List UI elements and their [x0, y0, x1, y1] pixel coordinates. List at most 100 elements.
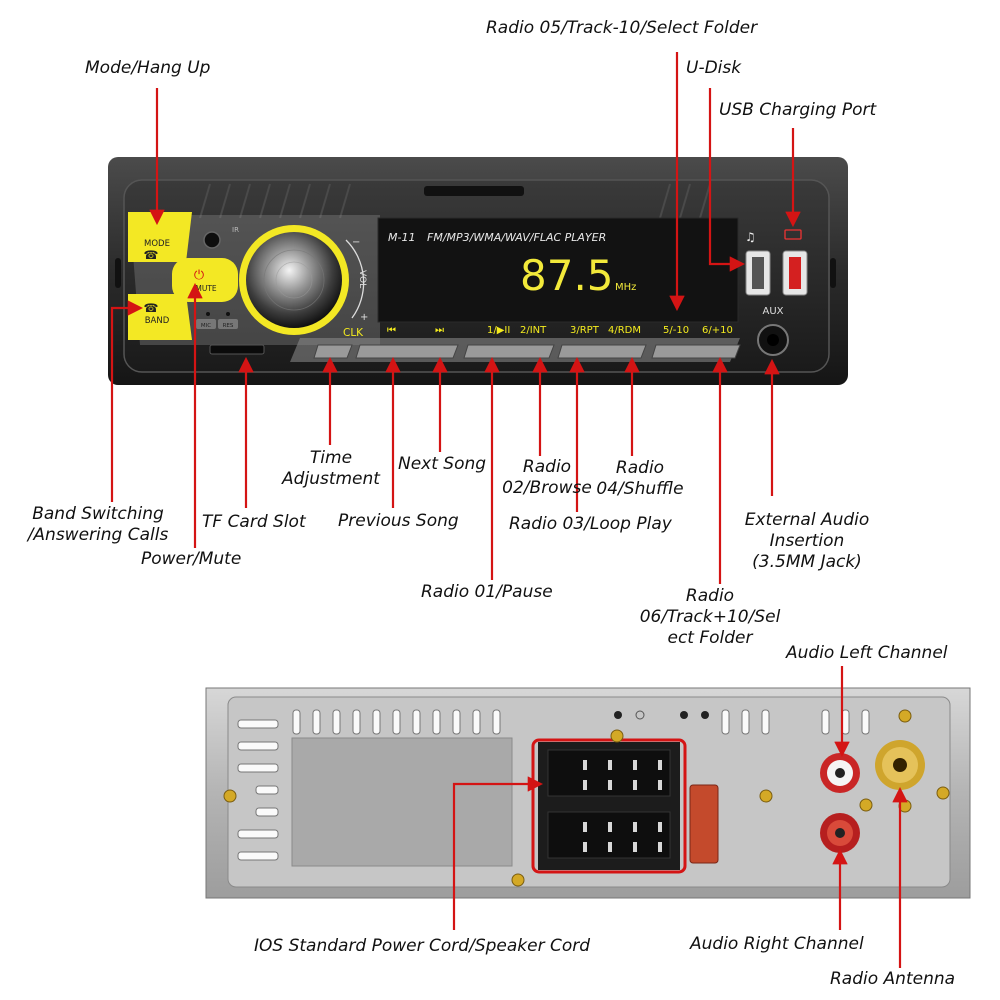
- audio-right-rca[interactable]: [820, 813, 860, 853]
- callout-u-disk: U-Disk: [686, 58, 742, 78]
- frequency-unit: MHz: [615, 282, 636, 293]
- preset-buttons[interactable]: [313, 344, 741, 359]
- rear-holes: [614, 711, 709, 719]
- callout-external-audio-line2: Insertion: [769, 531, 845, 551]
- mic-label: MIC: [201, 323, 211, 329]
- connector-highlight: [531, 738, 687, 874]
- clk-button[interactable]: [313, 344, 353, 359]
- mic-tag: [196, 319, 216, 329]
- callout-external-audio: External Audio Insertion (3.5MM Jack): [728, 510, 886, 573]
- callout-mode-hang-up: Mode/Hang Up: [85, 58, 211, 78]
- aux-label: AUX: [762, 306, 783, 317]
- preset-1-2-button[interactable]: [463, 344, 555, 359]
- callout-radio04: Radio 04/Shuffle: [590, 458, 690, 500]
- callout-radio06: Radio 06/Track+10/Sel ect Folder: [630, 586, 790, 649]
- callout-power-mute: Power/Mute: [141, 549, 242, 569]
- audio-left-rca[interactable]: [820, 753, 860, 793]
- ir-label: IR: [232, 226, 239, 234]
- preset-3-4-button[interactable]: [557, 344, 647, 359]
- vent-slots-top: [292, 709, 870, 735]
- callout-previous-song: Previous Song: [338, 511, 459, 531]
- fuse: [689, 784, 719, 864]
- model-label: M-11: [388, 231, 415, 244]
- rear-recess: [291, 737, 513, 867]
- callout-radio06-line1: Radio: [685, 586, 735, 606]
- btn5-label: 5/-10: [663, 325, 689, 336]
- res-tag: [218, 319, 238, 329]
- callout-time-adjustment-line2: Adjustment: [282, 469, 380, 489]
- power-mute-button[interactable]: ⏻ MUTE: [172, 258, 238, 302]
- btn1-label: 1/▶II: [487, 325, 510, 336]
- tf-card-slot[interactable]: [209, 344, 265, 355]
- callout-radio04-line2: 04/Shuffle: [596, 479, 684, 499]
- callout-radio01: Radio 01/Pause: [421, 582, 553, 602]
- mode-button-label: MODE: [144, 239, 170, 249]
- callout-ios-power: IOS Standard Power Cord/Speaker Cord: [254, 936, 591, 956]
- callout-radio-antenna: Radio Antenna: [830, 969, 956, 989]
- vol-label: VOL: [357, 270, 367, 288]
- btn4-label: 4/RDM: [608, 325, 641, 336]
- btn6-label: 6/+10: [702, 325, 733, 336]
- callout-radio04-line1: Radio: [615, 458, 665, 478]
- battery-icon: [784, 229, 802, 240]
- rear-panel: [205, 687, 971, 899]
- callout-radio03: Radio 03/Loop Play: [509, 514, 672, 534]
- callout-usb-charging: USB Charging Port: [719, 100, 877, 120]
- music-note-icon: ♫: [745, 230, 756, 244]
- callout-radio05: Radio 05/Track-10/Select Folder: [486, 18, 758, 38]
- iso-connector[interactable]: [531, 738, 687, 874]
- vent-slots-left: [237, 719, 279, 861]
- callout-external-audio-line3: (3.5MM Jack): [752, 552, 862, 572]
- formats-label: FM/MP3/WMA/WAV/FLAC PLAYER: [427, 231, 606, 244]
- antenna-socket[interactable]: [875, 740, 925, 790]
- callout-next-song: Next Song: [398, 454, 487, 474]
- arrow-u-disk: [708, 88, 746, 272]
- callout-radio02-line2: 02/Browse: [502, 478, 592, 498]
- callout-external-audio-line1: External Audio: [744, 510, 870, 530]
- ir-sensor: [203, 231, 221, 249]
- prev-next-button[interactable]: [355, 344, 459, 359]
- callout-band-switching-line1: Band Switching: [32, 504, 164, 524]
- preset-5-6-button[interactable]: [651, 344, 741, 359]
- display: M-11 FM/MP3/WMA/WAV/FLAC PLAYER 87.5 MHz: [377, 217, 739, 323]
- btn2-label: 2/INT: [520, 325, 547, 336]
- vol-minus-label: −: [352, 237, 360, 248]
- mode-button[interactable]: MODE ☎: [128, 212, 192, 262]
- callout-time-adjustment-line1: Time: [309, 448, 353, 468]
- connector-pins: [583, 760, 662, 852]
- arrow-ios-power: [452, 776, 544, 930]
- callout-radio06-line2: 06/Track+10/Sel: [639, 607, 781, 627]
- clk-label: CLK: [343, 327, 364, 339]
- next-track-icon: ⏭: [435, 325, 444, 336]
- btn3-label: 3/RPT: [570, 325, 600, 336]
- vol-arc: [345, 239, 365, 319]
- top-slot: [424, 186, 524, 196]
- callout-audio-right: Audio Right Channel: [690, 934, 864, 954]
- screws: [223, 709, 950, 887]
- aux-jack-hole: [767, 334, 779, 346]
- front-panel: MODE ☎ ☎ BAND IR ⏻ MUTE MIC RES: [108, 157, 848, 385]
- mic-hole: [206, 312, 210, 316]
- usb-charging-port-inner: [789, 257, 801, 289]
- side-notch-right: [830, 258, 836, 288]
- mute-label: MUTE: [195, 284, 217, 293]
- previous-track-icon: ⏮: [387, 325, 396, 336]
- side-notch-left: [115, 258, 121, 288]
- phone-hangup-icon: ☎: [144, 248, 159, 262]
- callout-band-switching-line2: /Answering Calls: [27, 525, 169, 545]
- band-button[interactable]: ☎ BAND: [128, 294, 192, 340]
- callout-radio02-line1: Radio: [522, 457, 572, 477]
- callout-audio-left: Audio Left Channel: [786, 643, 948, 663]
- vol-plus-label: +: [360, 312, 368, 323]
- volume-knob[interactable]: [239, 225, 349, 335]
- res-label: RES: [223, 323, 234, 329]
- callout-band-switching: Band Switching /Answering Calls: [18, 504, 178, 546]
- reset-hole: [226, 312, 230, 316]
- callout-arrows: [110, 52, 908, 968]
- rear-hole-open: [635, 710, 645, 720]
- phone-answer-icon: ☎: [144, 301, 159, 315]
- frequency-readout: 87.5: [520, 251, 614, 300]
- callout-time-adjustment: Time Adjustment: [268, 448, 394, 490]
- callout-radio06-line3: ect Folder: [667, 628, 753, 648]
